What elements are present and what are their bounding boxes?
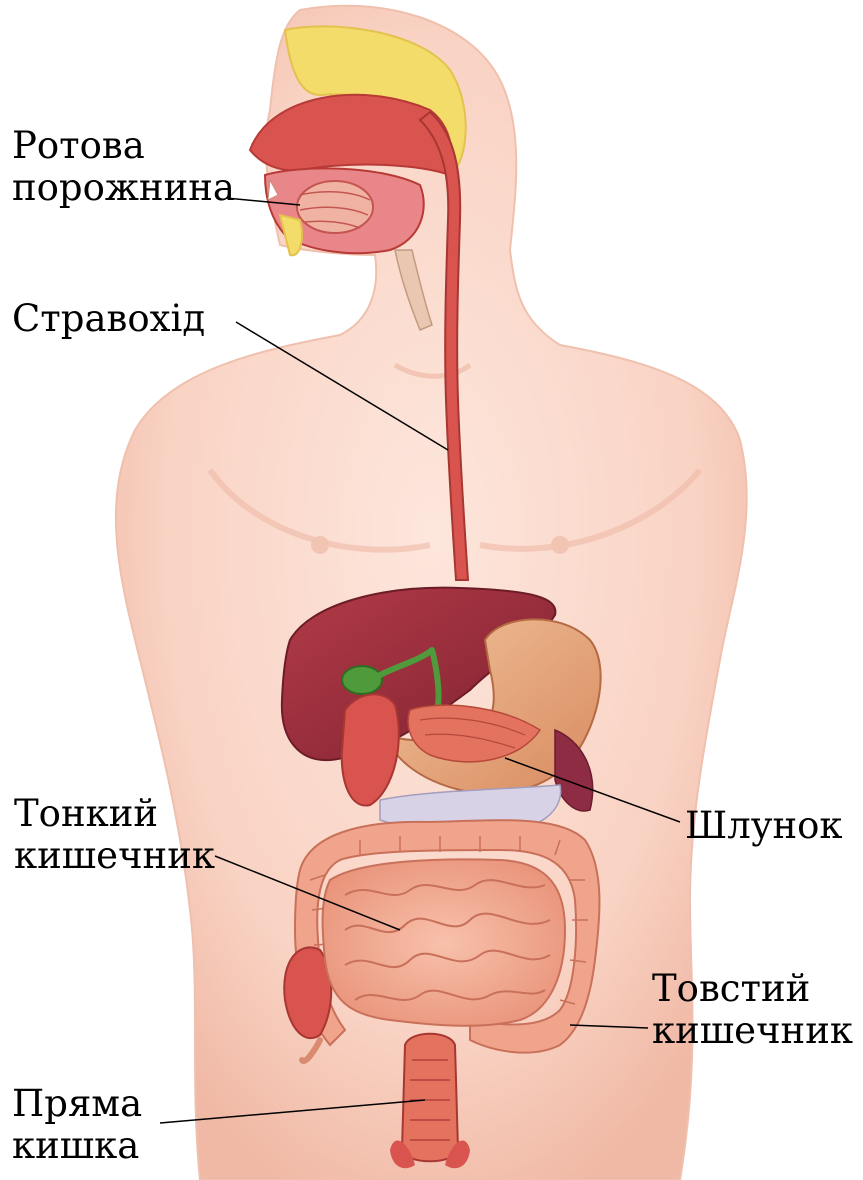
rectum-label-line2: кишка: [12, 1125, 142, 1167]
esophagus-label: Стравохід: [12, 298, 205, 340]
stomach-label: Шлунок: [685, 805, 843, 847]
large-intestine-label-line1: Товстий: [652, 968, 853, 1010]
small-intestine-label: Тонкий кишечник: [14, 793, 215, 877]
large-intestine-label: Товстий кишечник: [652, 968, 853, 1052]
mouth-label: Ротова порожнина: [12, 125, 235, 209]
stomach-label-line1: Шлунок: [685, 805, 843, 847]
rectum-label: Пряма кишка: [12, 1083, 142, 1167]
small-intestine-label-line1: Тонкий: [14, 793, 215, 835]
rectum-label-line1: Пряма: [12, 1083, 142, 1125]
mouth-label-line2: порожнина: [12, 167, 235, 209]
large-intestine-label-line2: кишечник: [652, 1010, 853, 1052]
small-intestine-label-line2: кишечник: [14, 835, 215, 877]
small-intestine-shape: [323, 859, 565, 1025]
mouth-label-line1: Ротова: [12, 125, 235, 167]
esophagus-label-line1: Стравохід: [12, 298, 205, 340]
